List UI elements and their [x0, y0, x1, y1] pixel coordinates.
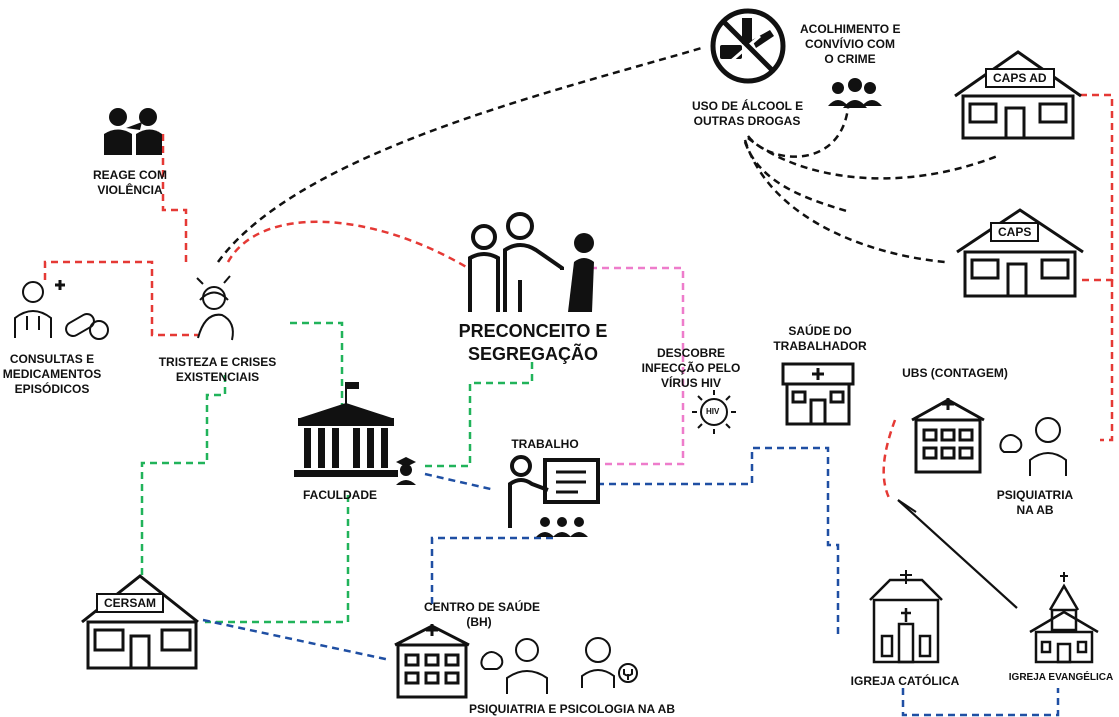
caps-ad-tag: CAPS AD: [985, 68, 1055, 89]
church-evangelical-icon: [1029, 572, 1099, 664]
cersam-tag: CERSAM: [96, 593, 165, 614]
label-igreja-evangelica: IGREJA EVANGÉLICA: [1008, 672, 1114, 683]
hiv-badge: HIV: [706, 407, 720, 416]
line-tristeza-drogas: [216, 45, 706, 263]
needle-thread: [897, 499, 1018, 609]
violence-icon: [104, 108, 162, 155]
church-catholic-icon: [869, 570, 943, 664]
psychiatrist-ubs-icon: [999, 417, 1067, 476]
caps-house-icon: [956, 208, 1084, 298]
clinic-icon: [781, 362, 855, 426]
line-ubs-needle: [882, 419, 897, 501]
line-drogas-caps-2: [743, 141, 851, 214]
caps-ad-house-icon: [954, 50, 1082, 140]
line-drogas-capsad: [747, 137, 1001, 180]
segregation-people-icon: [468, 212, 594, 312]
virus-icon: [692, 390, 736, 434]
cersam-house-icon: [81, 574, 199, 670]
psychiatrist-icon: [506, 638, 548, 694]
teacher-icon: [508, 455, 600, 537]
label-faculdade: FACULDADE: [303, 488, 377, 502]
pills-icon: [65, 313, 109, 340]
caps-tag: CAPS: [990, 222, 1040, 243]
brain-icon: [480, 651, 504, 670]
line-capsad-caps: [1080, 93, 1114, 282]
distressed-person-icon: [196, 275, 234, 341]
no-drugs-icon: [710, 8, 786, 84]
doctor-icon: [14, 280, 65, 338]
line-trabalho-centro: [430, 536, 553, 605]
line-tristeza-cersam: [140, 375, 227, 578]
label-igreja-catolica: IGREJA CATÓLICA: [850, 674, 960, 688]
label-trabalho: TRABALHO: [511, 437, 579, 451]
university-icon: [294, 382, 398, 477]
line-trabalho-igreja: [597, 446, 840, 635]
centro-saude-hospital-icon: [394, 624, 470, 699]
label-ubs: UBS (CONTAGEM): [902, 366, 1008, 380]
line-igrejas: [901, 688, 1060, 717]
line-cersam-centro: [202, 618, 391, 662]
line-tristeza-faculdade: [290, 321, 344, 410]
label-psiq-psico: PSIQUIATRIA E PSICOLOGIA NA AB: [468, 702, 675, 716]
group-icon: [828, 78, 882, 108]
hospital-icon: [911, 398, 985, 474]
line-tristeza-preconceito: [226, 220, 469, 270]
label-centro-saude: CENTRO DE SAÚDE(BH): [424, 600, 541, 629]
needle-icon: [897, 499, 917, 513]
psychologist-icon: [581, 637, 638, 688]
line-drogas-caps: [743, 139, 946, 264]
line-consultas-tristeza: [43, 260, 198, 337]
line-faculdade-cersam: [205, 495, 350, 624]
line-faculdade-preconceito: [425, 360, 534, 468]
line-caps-ubs: [1100, 280, 1114, 442]
graduate-icon: [396, 457, 416, 485]
